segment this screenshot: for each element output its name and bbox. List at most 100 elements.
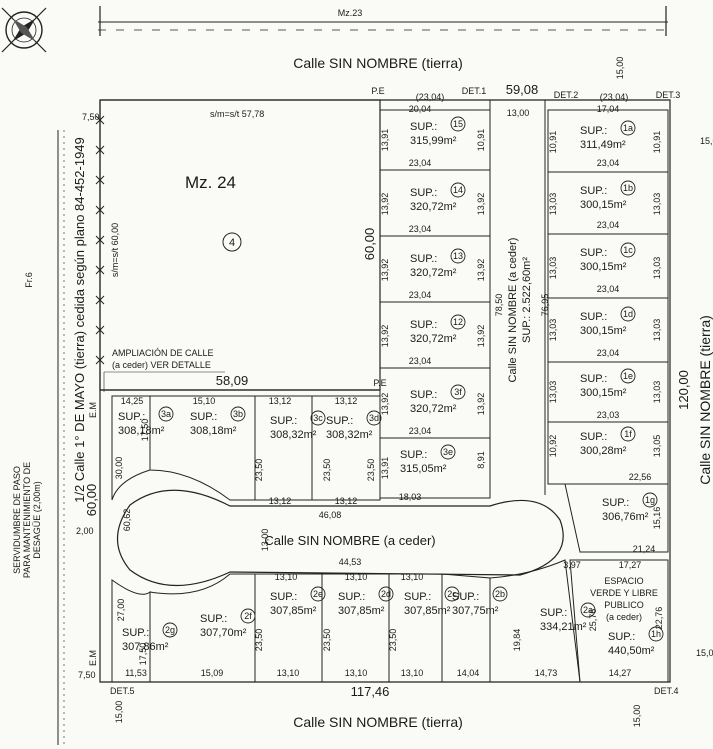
dim-a1303: 13,03 <box>652 193 662 216</box>
dim-a397: 3,97 <box>563 560 581 570</box>
lot-2b-id: 2b <box>495 589 505 599</box>
lot-3e-badge <box>440 444 456 460</box>
lot-14-sup-label: SUP.: <box>410 187 437 199</box>
pe-top: P.E <box>371 86 384 96</box>
dim-a1091: 10,91 <box>548 131 558 154</box>
dim-a1727: 17,27 <box>619 560 642 570</box>
lot-1f-id: 1f <box>624 429 632 439</box>
dim-a1984: 19,84 <box>512 629 522 652</box>
dim-a3000: 30,00 <box>114 457 124 480</box>
lot-12-sup-label: SUP.: <box>410 319 437 331</box>
dim-a2304: 23,04 <box>597 284 620 294</box>
pe-mid: P.E <box>373 378 386 388</box>
dim-a1404: 14,04 <box>457 668 480 678</box>
lot-3a-sup-label: SUP.: <box>118 411 145 423</box>
lot-1f-badge <box>620 426 636 442</box>
dim-street-1300: 13,00 <box>507 108 530 118</box>
lot-3c-sup-label: SUP.: <box>270 415 297 427</box>
dim-right-1500a: 15,00 <box>615 57 625 80</box>
dim-a1312: 13,12 <box>335 396 358 406</box>
lot-15-sup-label: SUP.: <box>410 121 437 133</box>
dim-a2304: 23,04 <box>409 426 432 436</box>
lot-3a-area: 308,18m² <box>118 425 165 437</box>
em-bottom: E.M <box>88 650 98 666</box>
lot-3c-area: 308,32m² <box>270 429 317 441</box>
dim-a1303: 13,03 <box>652 319 662 342</box>
lot-15-badge <box>450 116 466 132</box>
lot-1d-badge <box>620 306 636 322</box>
lot-1a-area: 311,49m² <box>580 139 626 151</box>
lot-3d-badge <box>366 410 382 426</box>
lot-2d-area: 307,85m² <box>338 605 385 617</box>
lots-column-east <box>547 109 669 683</box>
dim-a1425: 14,25 <box>121 396 144 406</box>
lot-1a-badge <box>620 120 636 136</box>
lot-13-area: 320,72m² <box>410 267 457 279</box>
lot-15-area: 315,99m² <box>410 135 457 147</box>
espacio-1: ESPACIO <box>604 576 643 586</box>
street-vertical-label: Calle SIN NOMBRE (a ceder) <box>507 238 519 383</box>
lot-1c-id: 1c <box>623 245 633 255</box>
lot-3f-badge <box>450 384 466 400</box>
dim-a1392: 13,92 <box>380 193 390 216</box>
em-left: E.M <box>88 402 98 418</box>
servidumbre-1: SERVIDUMBRE DE PASO <box>12 466 22 574</box>
lot-1g-area: 306,76m² <box>602 511 649 523</box>
dim-bottom-11746: 117,46 <box>351 684 390 699</box>
dim-inner-4453: 44,53 <box>339 557 362 567</box>
mz23-boundary: Mz.23 <box>98 6 668 36</box>
dim-a1392: 13,92 <box>476 193 486 216</box>
dim-a1303: 13,03 <box>548 381 558 404</box>
dim-a2350: 23,50 <box>322 629 332 652</box>
lot-2e-sup-label: SUP.: <box>270 591 297 603</box>
dim-a1312: 13,12 <box>269 396 292 406</box>
dim-a1091: 10,91 <box>476 129 486 152</box>
lot-2d-sup-label: SUP.: <box>338 591 365 603</box>
dim-inner-4608: 46,08 <box>319 510 342 520</box>
det1: DET.1 <box>462 86 487 96</box>
dim-right-1500c: 15,00 <box>696 648 713 658</box>
dim-a2350: 23,50 <box>366 459 376 482</box>
dim-a1312: 13,12 <box>335 496 358 506</box>
street-left-label: 1/2 Calle 1° DE MAYO (tierra) cedida seg… <box>72 137 87 503</box>
dim-a1303: 13,03 <box>548 257 558 280</box>
lot-2g-id: 2g <box>165 625 175 635</box>
dim-a1510: 15,10 <box>193 396 216 406</box>
espacio-3: PUBLICO <box>604 600 644 610</box>
dim-a1310: 13,10 <box>401 668 424 678</box>
lot-3b-id: 3b <box>233 409 243 419</box>
lot-2c-id: 2c <box>447 589 457 599</box>
dim-right-12000: 120,00 <box>676 370 691 410</box>
street-right-label: Calle SIN NOMBRE (tierra) <box>697 315 713 485</box>
dim-a1303: 13,03 <box>652 257 662 280</box>
dim-top-5908: 59,08 <box>506 82 539 97</box>
dim-a1509: 15,09 <box>201 668 224 678</box>
lot-12-badge <box>450 314 466 330</box>
dim-a1310: 13,10 <box>275 572 298 582</box>
lot-2g-badge <box>162 622 178 638</box>
dim-a1310: 13,10 <box>277 668 300 678</box>
lot-3d-sup-label: SUP.: <box>326 415 353 427</box>
dim-inner-1300: 13,00 <box>260 529 270 552</box>
dim-a2304: 23,04 <box>409 158 432 168</box>
lot-2e-id: 2e <box>313 589 323 599</box>
dim-a2004: 20,04 <box>409 104 432 114</box>
det2: DET.2 <box>554 90 579 100</box>
dim-a1391: 13,91 <box>380 129 390 152</box>
dim-a1092: 10,92 <box>548 435 558 458</box>
dim-street-7850: 78,50 <box>494 294 504 317</box>
lot-14-area: 320,72m² <box>410 201 457 213</box>
lot-2a-badge <box>580 602 596 618</box>
lot-3b-area: 308,18m² <box>190 425 237 437</box>
inner-street <box>117 489 564 587</box>
dim-a2700: 27,00 <box>116 599 126 622</box>
dim-a2304: 23,04 <box>409 290 432 300</box>
dim-a1153: 11,53 <box>125 668 147 678</box>
dim-bottom-1500a: 15,00 <box>114 701 124 724</box>
dim-a2350: 23,50 <box>254 459 264 482</box>
lot-3f-id: 3f <box>454 387 462 397</box>
lot-2g-sup-label: SUP.: <box>122 627 149 639</box>
dim-a1303: 13,03 <box>548 319 558 342</box>
dim-mid-6000: 60,00 <box>362 228 377 261</box>
dim-a1427: 14,27 <box>609 668 632 678</box>
